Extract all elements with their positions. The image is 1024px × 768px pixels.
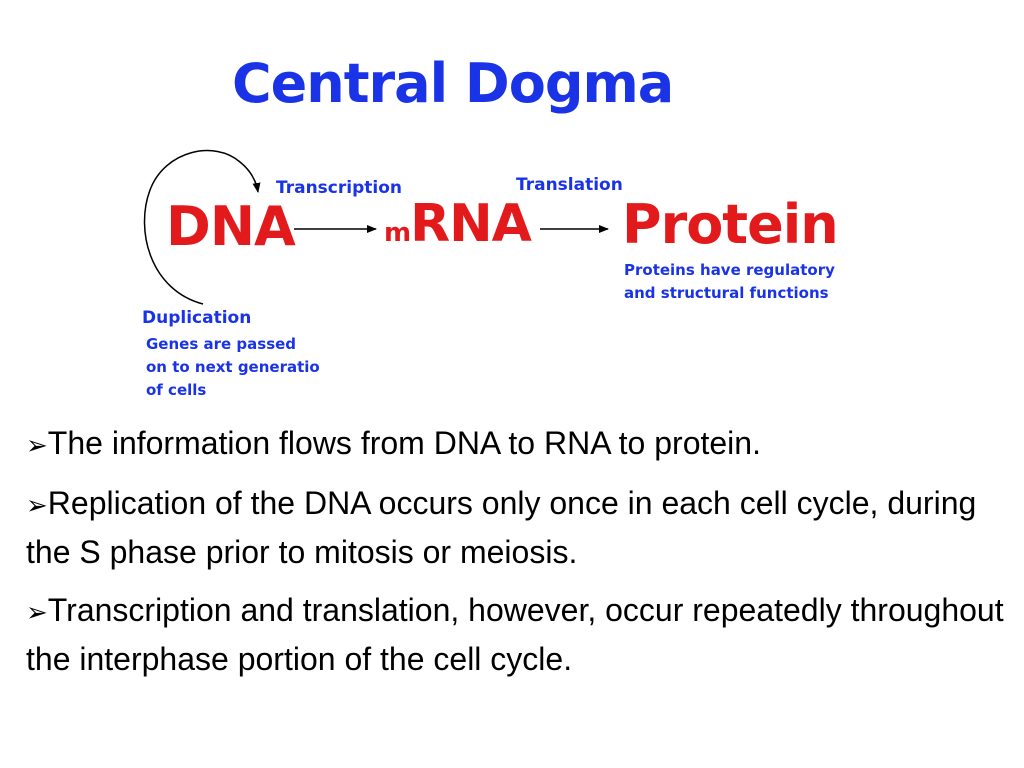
- duplication-note: Genes are passed on to next generatio of…: [146, 333, 320, 402]
- mrna-term: mRNA: [384, 198, 532, 250]
- arrow-bullet-icon: ➢: [26, 490, 48, 520]
- bullet-text: Replication of the DNA occurs only once …: [26, 485, 977, 570]
- bullet-item: ➢Replication of the DNA occurs only once…: [26, 480, 1006, 576]
- slide-title: Central Dogma: [232, 52, 674, 115]
- duplication-note-line: Genes are passed: [146, 335, 297, 353]
- protein-note: Proteins have regulatory and structural …: [624, 259, 835, 305]
- protein-note-line: Proteins have regulatory: [624, 261, 835, 279]
- mrna-prefix: m: [384, 218, 411, 248]
- bullet-item: ➢The information flows from DNA to RNA t…: [26, 420, 1006, 469]
- duplication-note-line: on to next generatio: [146, 358, 320, 376]
- protein-note-line: and structural functions: [624, 284, 829, 302]
- bullet-text: The information flows from DNA to RNA to…: [47, 425, 761, 461]
- duplication-loop-arrow: [143, 149, 261, 305]
- bullet-item: ➢Transcription and translation, however,…: [26, 587, 1006, 683]
- bullet-list: ➢The information flows from DNA to RNA t…: [26, 420, 1006, 694]
- duplication-label: Duplication: [142, 308, 252, 328]
- dna-term: DNA: [166, 195, 296, 258]
- translation-label: Translation: [516, 175, 623, 195]
- protein-term: Protein: [622, 193, 839, 256]
- arrow-bullet-icon: ➢: [26, 430, 48, 460]
- bullet-text: Transcription and translation, however, …: [26, 592, 1004, 677]
- mrna-main: RNA: [410, 194, 532, 254]
- duplication-note-line: of cells: [146, 381, 207, 399]
- arrow-bullet-icon: ➢: [26, 597, 48, 627]
- central-dogma-diagram: [143, 149, 609, 305]
- transcription-label: Transcription: [276, 178, 402, 198]
